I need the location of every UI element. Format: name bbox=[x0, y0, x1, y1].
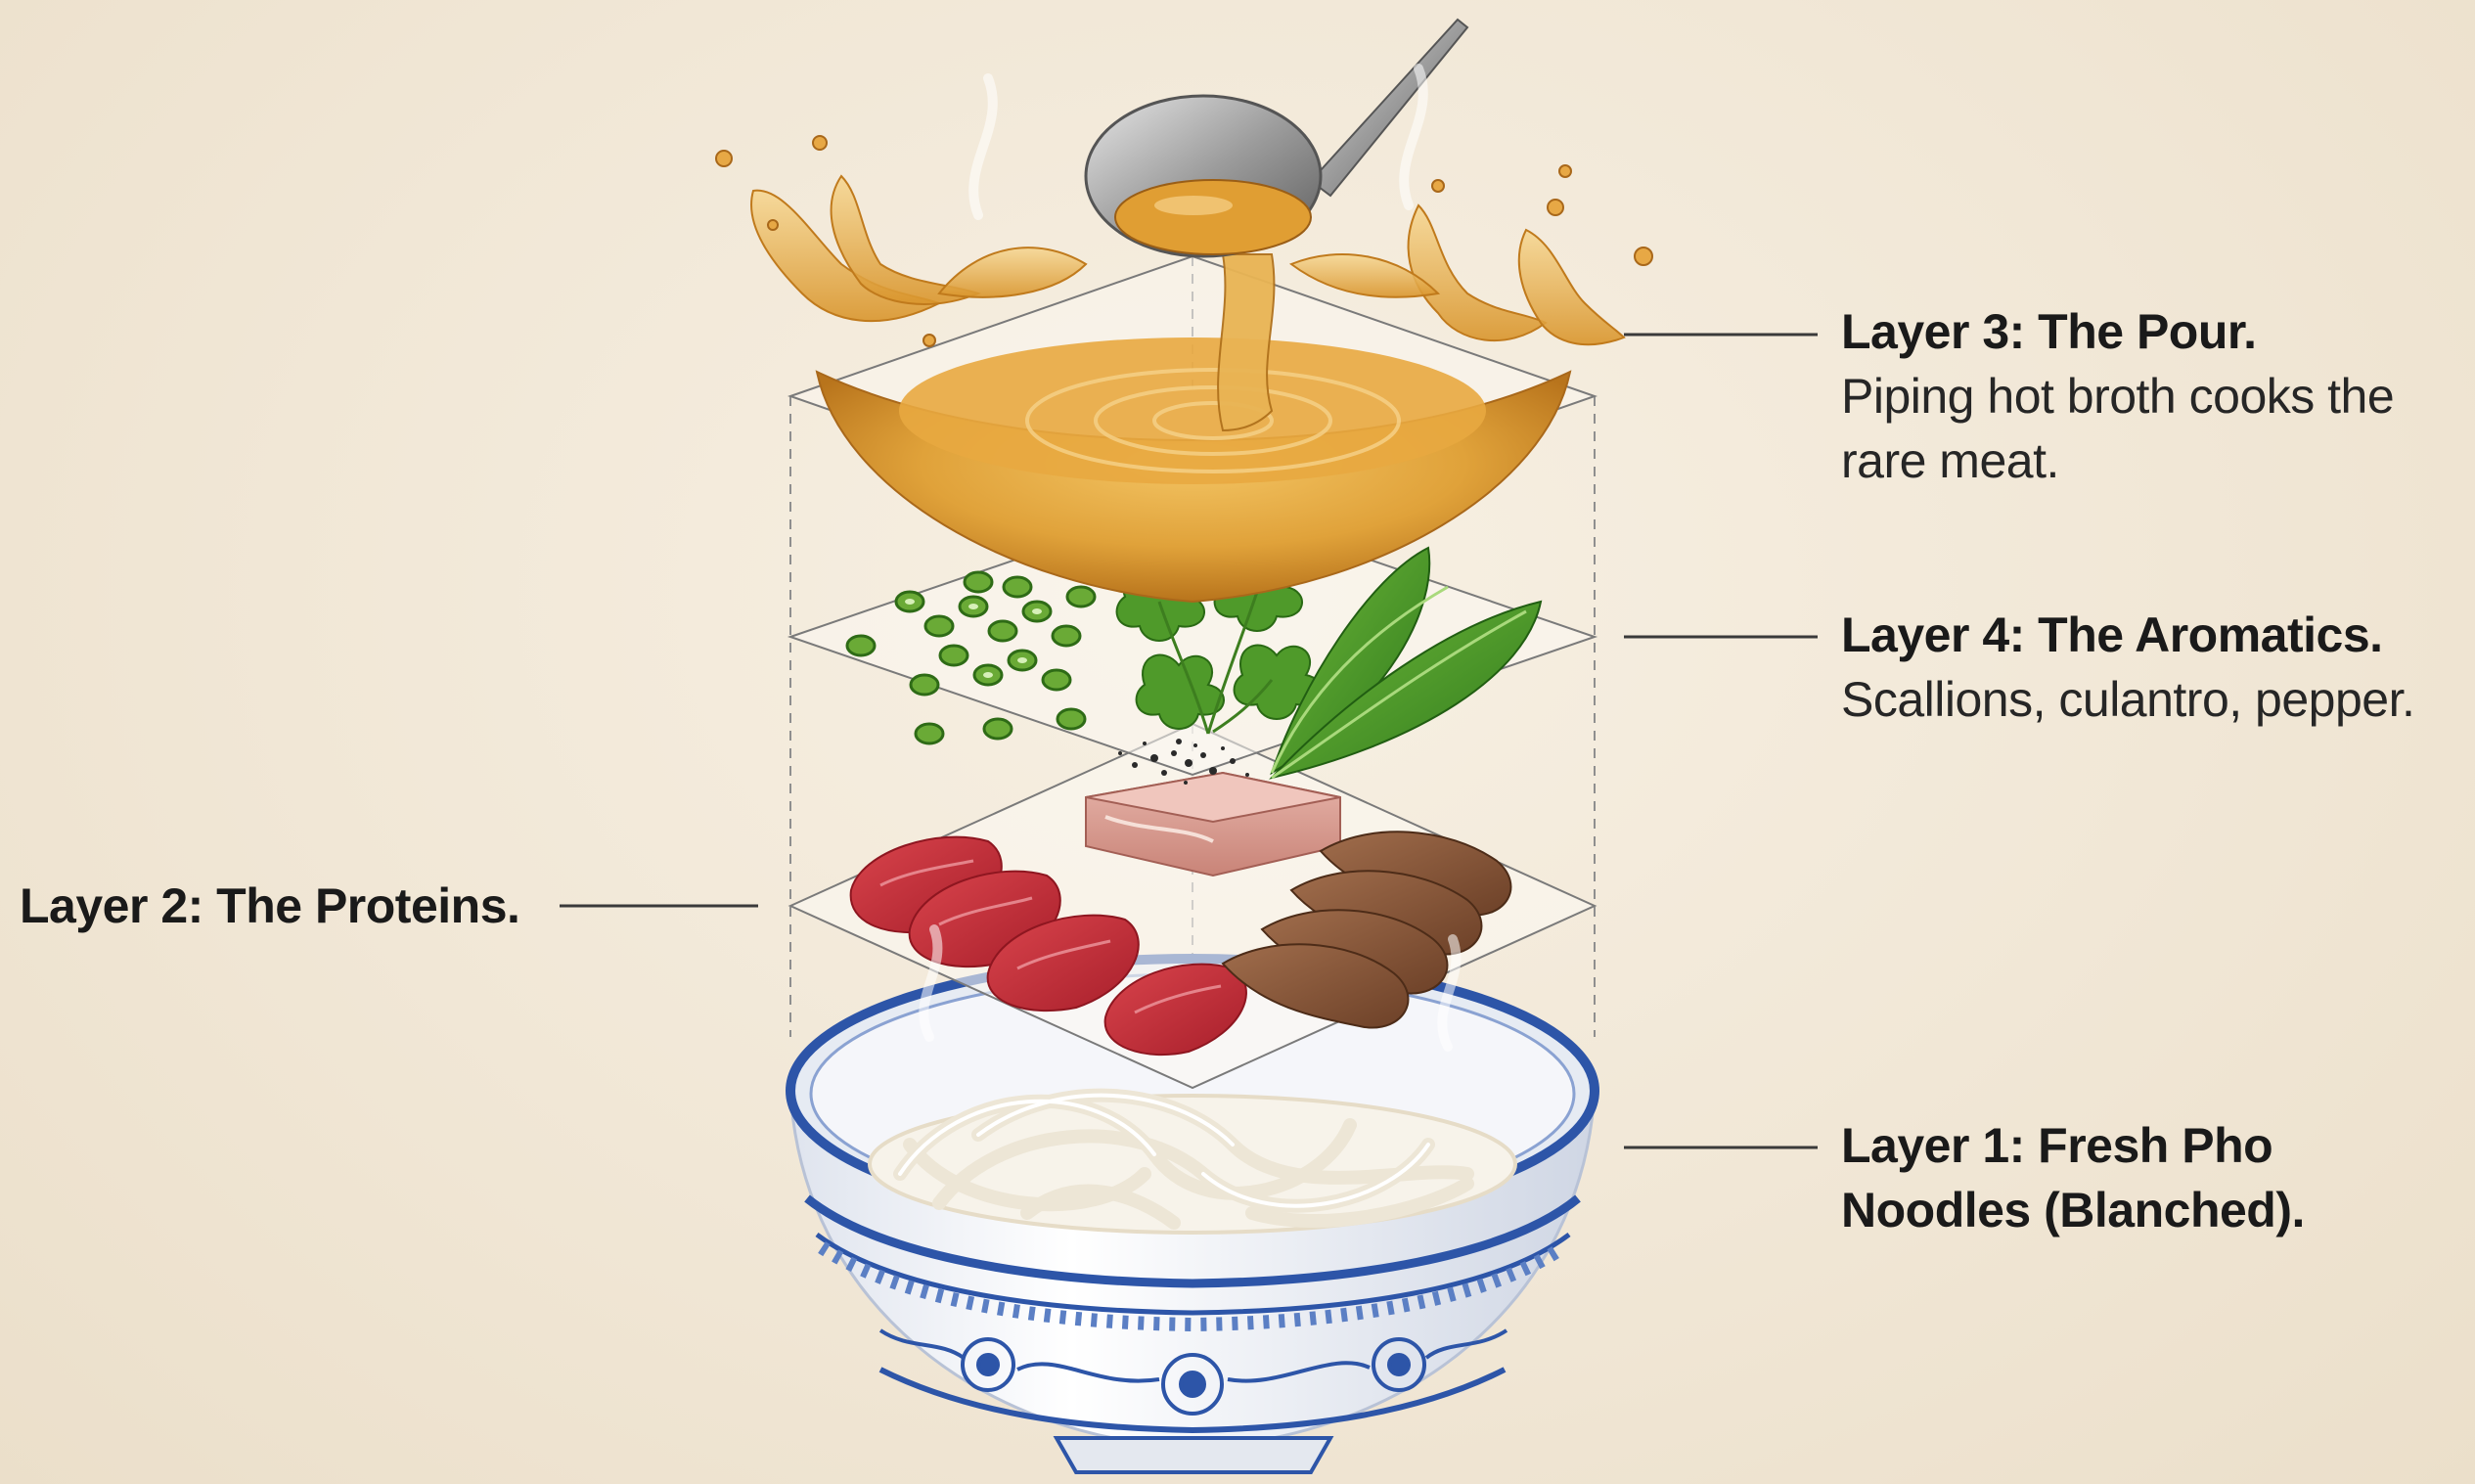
label-layer-1: Layer 1: Fresh Pho Noodles (Blanched). bbox=[1841, 1113, 2389, 1242]
layer-1-title: Layer 1: Fresh Pho Noodles (Blanched). bbox=[1841, 1113, 2389, 1242]
label-layer-3: Layer 3: The Pour. Piping hot broth cook… bbox=[1841, 299, 2467, 493]
label-layer-2: Layer 2: The Proteins. bbox=[20, 874, 567, 938]
layer-3-title: Layer 3: The Pour. bbox=[1841, 299, 2467, 364]
layer-4-description: Scallions, culantro, pepper. bbox=[1841, 667, 2467, 732]
layer-2-title: Layer 2: The Proteins. bbox=[20, 874, 567, 938]
pour-layer bbox=[716, 20, 1652, 602]
pour-stream bbox=[1218, 254, 1274, 430]
layer-3-description: Piping hot broth cooks the rare meat. bbox=[1841, 364, 2467, 493]
label-layer-4: Layer 4: The Aromatics. Scallions, culan… bbox=[1841, 603, 2467, 732]
layer-4-title: Layer 4: The Aromatics. bbox=[1841, 603, 2467, 667]
